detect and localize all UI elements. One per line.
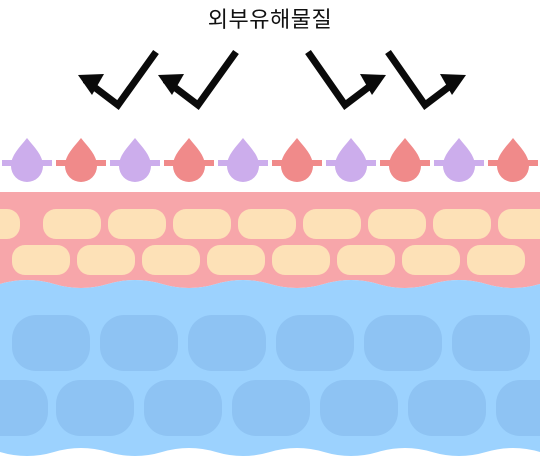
cell <box>108 209 166 239</box>
deflect-arrow-icon <box>158 49 239 110</box>
droplet-icon <box>56 138 106 182</box>
cell <box>207 245 265 275</box>
cell <box>43 209 101 239</box>
cell <box>272 245 330 275</box>
cell <box>498 209 540 239</box>
cell <box>232 380 310 436</box>
cell <box>77 245 135 275</box>
cell <box>402 245 460 275</box>
cell <box>56 380 134 436</box>
cell <box>467 245 525 275</box>
deflect-arrows <box>78 49 466 110</box>
cell <box>337 245 395 275</box>
cell <box>496 380 540 436</box>
droplet-row <box>2 138 538 182</box>
droplet-icon <box>272 138 322 182</box>
inner-skin-layer <box>0 280 540 456</box>
cell <box>368 209 426 239</box>
outer-cells <box>0 209 540 275</box>
droplet-icon <box>488 138 538 182</box>
cell <box>0 380 48 436</box>
droplet-icon <box>434 138 484 182</box>
cell <box>173 209 231 239</box>
cell <box>0 209 20 239</box>
deflect-arrow-icon <box>305 49 386 110</box>
cell <box>142 245 200 275</box>
cell <box>303 209 361 239</box>
diagram-title: 외부유해물질 <box>207 8 333 33</box>
deflect-arrow-icon <box>78 49 159 110</box>
droplet-icon <box>110 138 160 182</box>
cell <box>452 315 530 371</box>
droplet-icon <box>164 138 214 182</box>
outer-skin-layer <box>0 192 540 288</box>
cell <box>12 245 70 275</box>
cell <box>276 315 354 371</box>
inner-cells <box>0 315 540 436</box>
droplet-icon <box>218 138 268 182</box>
cell <box>144 380 222 436</box>
droplet-icon <box>326 138 376 182</box>
deflect-arrow-icon <box>385 49 466 110</box>
cell <box>364 315 442 371</box>
cell <box>433 209 491 239</box>
cell <box>12 315 90 371</box>
droplet-icon <box>2 138 52 182</box>
cell <box>188 315 266 371</box>
cell <box>238 209 296 239</box>
cell <box>320 380 398 436</box>
cell <box>100 315 178 371</box>
cell <box>408 380 486 436</box>
droplet-icon <box>380 138 430 182</box>
